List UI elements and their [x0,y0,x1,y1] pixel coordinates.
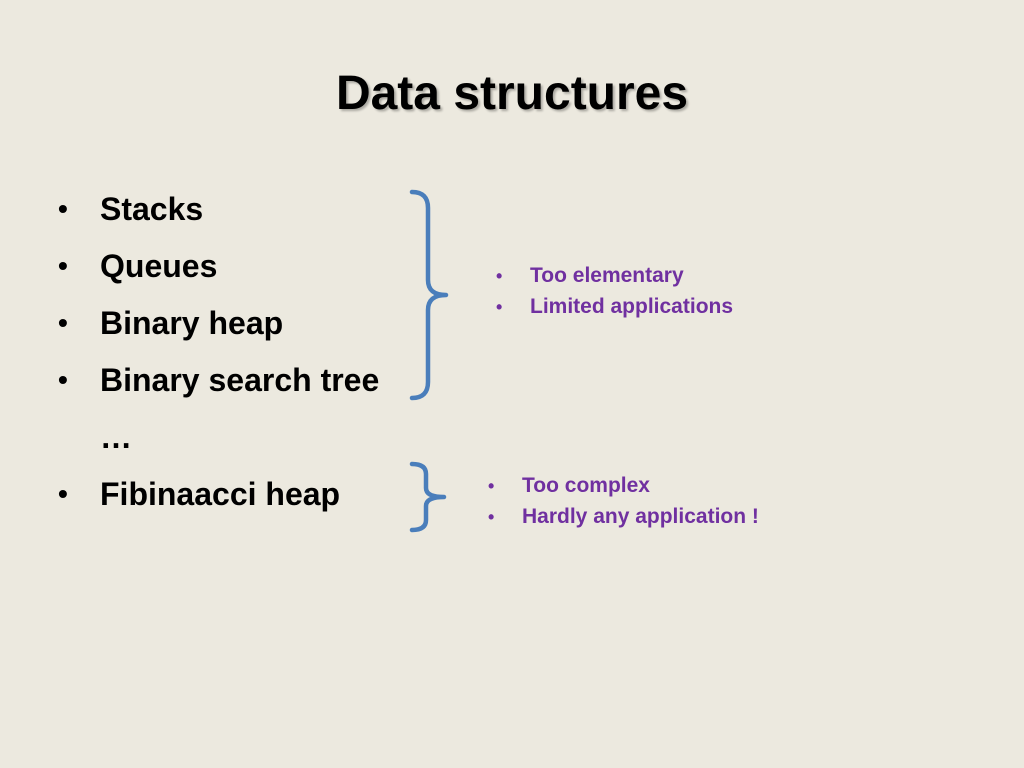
slide-title: Data structures [335,67,689,120]
list-item-text: Queues [100,248,218,284]
bullet-icon: • [58,193,68,224]
bullet-icon: • [58,478,68,509]
note-text: Limited applications [530,295,734,318]
bullet-icon: • [496,266,503,286]
list-item-text: Binary search tree [100,362,380,398]
right-curly-brace-icon [409,461,447,533]
bullet-icon: • [58,364,68,395]
bullet-icon: • [488,476,495,496]
ellipsis-text: … [100,419,132,455]
bullet-icon: • [58,250,68,281]
list-item-text: Stacks [100,191,204,227]
bullet-icon: • [488,507,495,527]
right-curly-brace-icon [409,189,449,401]
bullet-icon: • [496,297,503,317]
note-text: Too complex [522,474,650,497]
list-item-text: Binary heap [100,305,284,341]
note-text: Too elementary [530,264,684,287]
bullet-icon: • [58,307,68,338]
note-text: Hardly any application ! [522,505,759,528]
list-item-text: Fibinaacci heap [100,476,341,512]
